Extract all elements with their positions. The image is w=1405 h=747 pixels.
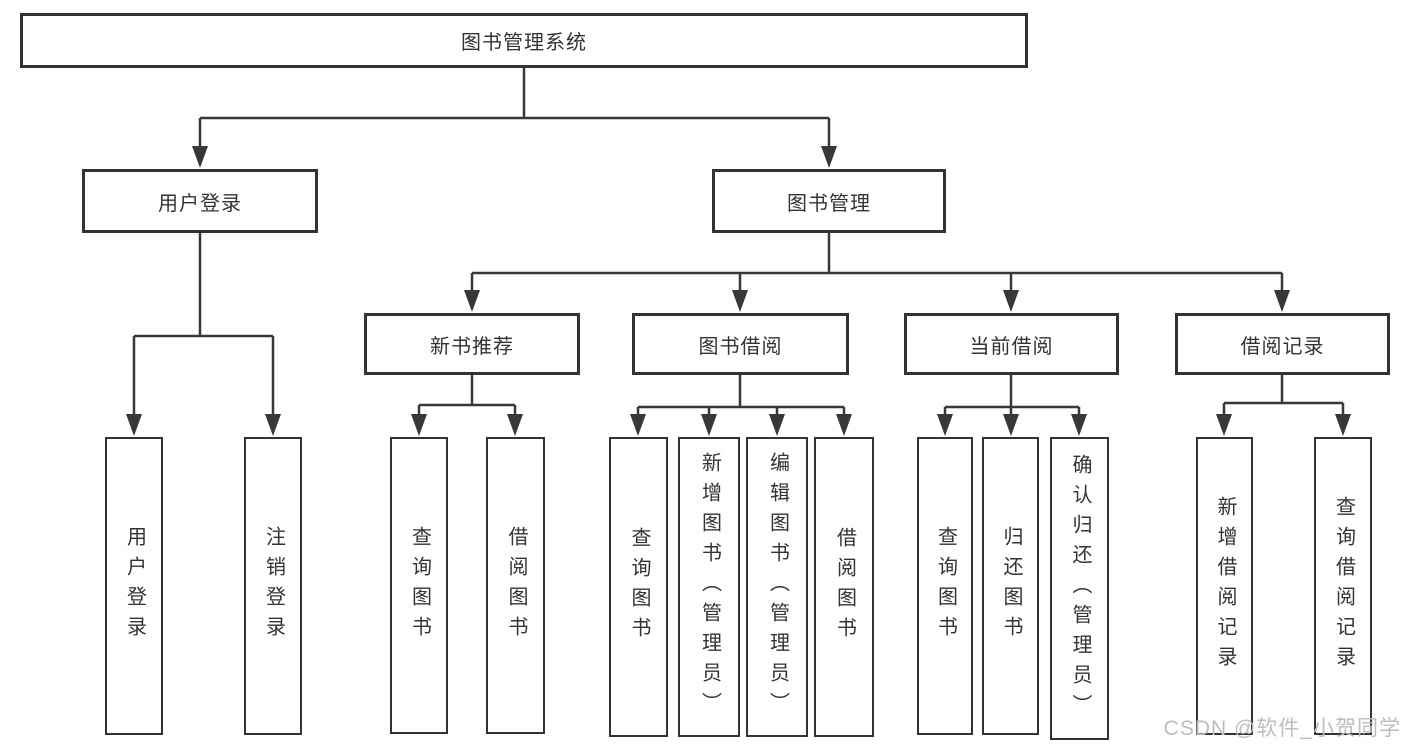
- connector-current-borrow: [937, 375, 1087, 436]
- connector-borrow-records: [1216, 375, 1351, 436]
- node-add-book-admin: 新增图书（管理员）: [678, 437, 740, 737]
- node-current-borrow-label: 当前借阅: [969, 335, 1054, 358]
- node-new-book-recommend: 新书推荐: [364, 313, 580, 375]
- connector-book-management: [464, 233, 1290, 312]
- node-add-borrow-record-label: 新增借阅记录: [1214, 496, 1236, 676]
- connector-new-book-recommend: [411, 375, 523, 436]
- node-edit-book-admin: 编辑图书（管理员）: [746, 437, 808, 737]
- node-user-login: 用户登录: [82, 169, 318, 233]
- node-current-borrow: 当前借阅: [904, 313, 1119, 375]
- node-edit-book-admin-label: 编辑图书（管理员）: [766, 452, 789, 722]
- node-book-management: 图书管理: [712, 169, 946, 233]
- node-add-borrow-record: 新增借阅记录: [1196, 437, 1253, 735]
- node-query-borrow-record: 查询借阅记录: [1314, 437, 1372, 735]
- node-root: 图书管理系统: [20, 13, 1028, 68]
- node-logout-leaf-label: 注销登录: [262, 526, 285, 646]
- node-confirm-return-admin: 确认归还（管理员）: [1050, 437, 1109, 740]
- node-user-login-label: 用户登录: [158, 192, 242, 215]
- node-book-management-label: 图书管理: [787, 192, 871, 215]
- node-query-book-recommend: 查询图书: [390, 437, 448, 734]
- connector-book-management-lines: [470, 233, 1284, 296]
- connector-current-borrow-arrowheads: [937, 414, 1087, 436]
- connector-borrow-records-arrowheads: [1216, 414, 1351, 436]
- node-borrow-book-recommend-label: 借阅图书: [505, 525, 527, 646]
- connector-new-book-recommend-lines: [417, 375, 517, 420]
- node-book-borrow-label: 图书借阅: [698, 335, 783, 358]
- node-query-borrow-record-label: 查询借阅记录: [1332, 496, 1355, 676]
- node-query-book-borrow-label: 查询图书: [628, 527, 650, 647]
- connector-book-borrow: [630, 375, 852, 436]
- node-logout-leaf: 注销登录: [244, 437, 302, 735]
- connector-user-login-lines: [132, 233, 275, 420]
- node-borrow-book-recommend: 借阅图书: [486, 437, 545, 734]
- node-borrow-book-leaf-label: 借阅图书: [833, 527, 856, 647]
- connector-root-arrowheads: [192, 146, 837, 168]
- connector-current-borrow-lines: [943, 375, 1081, 420]
- node-user-login-leaf: 用户登录: [105, 437, 163, 735]
- connector-book-borrow-arrowheads: [630, 414, 852, 436]
- node-confirm-return-admin-label: 确认归还（管理员）: [1069, 453, 1091, 724]
- node-borrow-records-label: 借阅记录: [1240, 335, 1325, 358]
- node-return-book-label: 归还图书: [1000, 526, 1022, 646]
- node-root-label: 图书管理系统: [461, 32, 587, 54]
- node-return-book: 归还图书: [982, 437, 1039, 735]
- node-borrow-book-leaf: 借阅图书: [814, 437, 874, 737]
- node-add-book-admin-label: 新增图书（管理员）: [698, 452, 721, 722]
- watermark: CSDN @软件_小贺同学: [1163, 717, 1401, 740]
- node-user-login-leaf-label: 用户登录: [123, 526, 146, 646]
- connector-new-book-recommend-arrowheads: [411, 414, 523, 436]
- connector-book-management-arrowheads: [464, 290, 1290, 312]
- connector-root: [192, 68, 837, 168]
- node-query-book-current: 查询图书: [917, 437, 973, 735]
- node-new-book-recommend-label: 新书推荐: [430, 335, 514, 358]
- node-query-book-current-label: 查询图书: [934, 526, 957, 646]
- connector-user-login: [126, 233, 281, 436]
- connector-borrow-records-lines: [1222, 375, 1345, 420]
- connector-book-borrow-lines: [636, 375, 846, 420]
- node-book-borrow: 图书借阅: [632, 313, 849, 375]
- connector-root-lines: [198, 68, 831, 152]
- connector-user-login-arrowheads: [126, 414, 281, 436]
- node-query-book-recommend-label: 查询图书: [408, 525, 431, 646]
- node-borrow-records: 借阅记录: [1175, 313, 1390, 375]
- node-query-book-borrow: 查询图书: [609, 437, 668, 737]
